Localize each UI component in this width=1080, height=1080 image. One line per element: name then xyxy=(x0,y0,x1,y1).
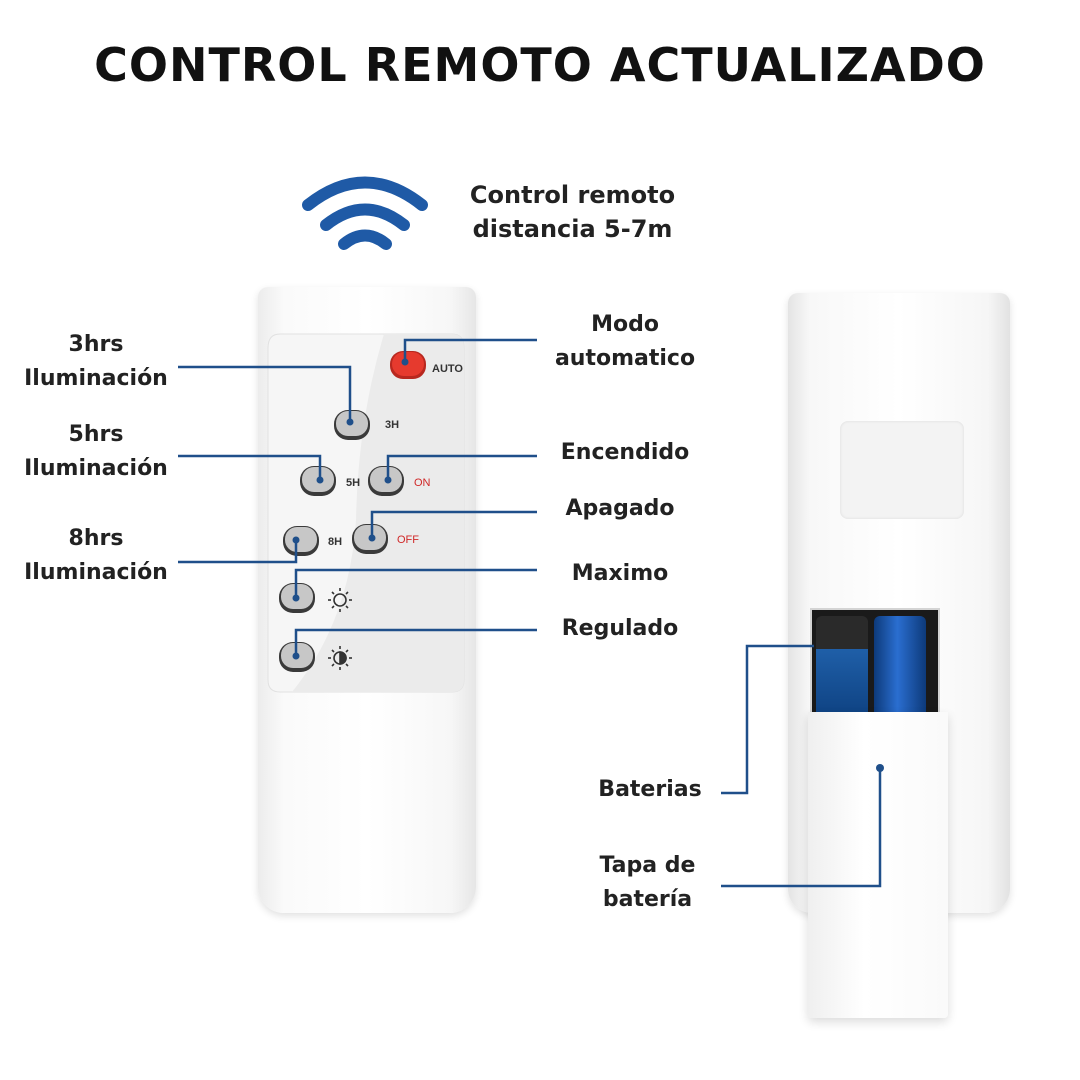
callout-maximo: Maximo xyxy=(571,561,669,586)
battery-right xyxy=(874,616,926,716)
callout-5hrs-line1: 5hrs xyxy=(68,422,124,447)
callout-modo-automatico: Modo automatico xyxy=(540,308,710,376)
callout-3hrs: 3hrs Iluminación xyxy=(6,328,186,396)
signal-label-line2: distancia 5-7m xyxy=(472,215,673,243)
callout-8hrs-line1: 8hrs xyxy=(68,526,124,551)
button-5h[interactable] xyxy=(300,466,336,496)
callout-modo-line2: automatico xyxy=(554,346,696,371)
button-3h-label: 3H xyxy=(385,419,400,431)
battery-compartment xyxy=(810,608,940,718)
callout-encendido: Encendido xyxy=(560,440,690,465)
callout-5hrs: 5hrs Iluminación xyxy=(6,418,186,486)
callout-5hrs-line2: Iluminación xyxy=(24,456,168,481)
button-off[interactable] xyxy=(352,524,388,554)
button-maximo[interactable] xyxy=(279,583,315,613)
callout-8hrs-line2: Iluminación xyxy=(24,560,168,585)
button-on-label: ON xyxy=(414,477,431,489)
callout-3hrs-line2: Iluminación xyxy=(24,366,168,391)
button-8h[interactable] xyxy=(283,526,319,556)
auto-button[interactable] xyxy=(390,351,426,379)
signal-range-label: Control remoto distancia 5-7m xyxy=(450,178,695,246)
signal-label-line1: Control remoto xyxy=(469,181,676,209)
page-title: CONTROL REMOTO ACTUALIZADO xyxy=(94,38,986,92)
callout-tapa-line1: Tapa de xyxy=(599,853,696,878)
button-8h-label: 8H xyxy=(328,536,343,548)
battery-left xyxy=(816,616,868,716)
callout-regulado: Regulado xyxy=(561,616,679,641)
callout-tapa-line2: batería xyxy=(602,887,693,912)
button-5h-label: 5H xyxy=(346,477,361,489)
callout-tapa-bateria: Tapa de batería xyxy=(580,849,715,917)
callout-baterias: Baterias xyxy=(598,777,702,802)
button-regulado[interactable] xyxy=(279,642,315,672)
button-3h[interactable] xyxy=(334,410,370,440)
callout-8hrs: 8hrs Iluminación xyxy=(6,522,186,590)
callout-modo-line1: Modo xyxy=(591,312,659,337)
callout-apagado: Apagado xyxy=(565,496,675,521)
button-off-label: OFF xyxy=(397,534,419,546)
battery-cover xyxy=(808,712,948,1018)
remote-back-recess xyxy=(840,421,964,519)
button-on[interactable] xyxy=(368,466,404,496)
auto-button-label: AUTO xyxy=(432,363,463,375)
callout-3hrs-line1: 3hrs xyxy=(68,332,124,357)
